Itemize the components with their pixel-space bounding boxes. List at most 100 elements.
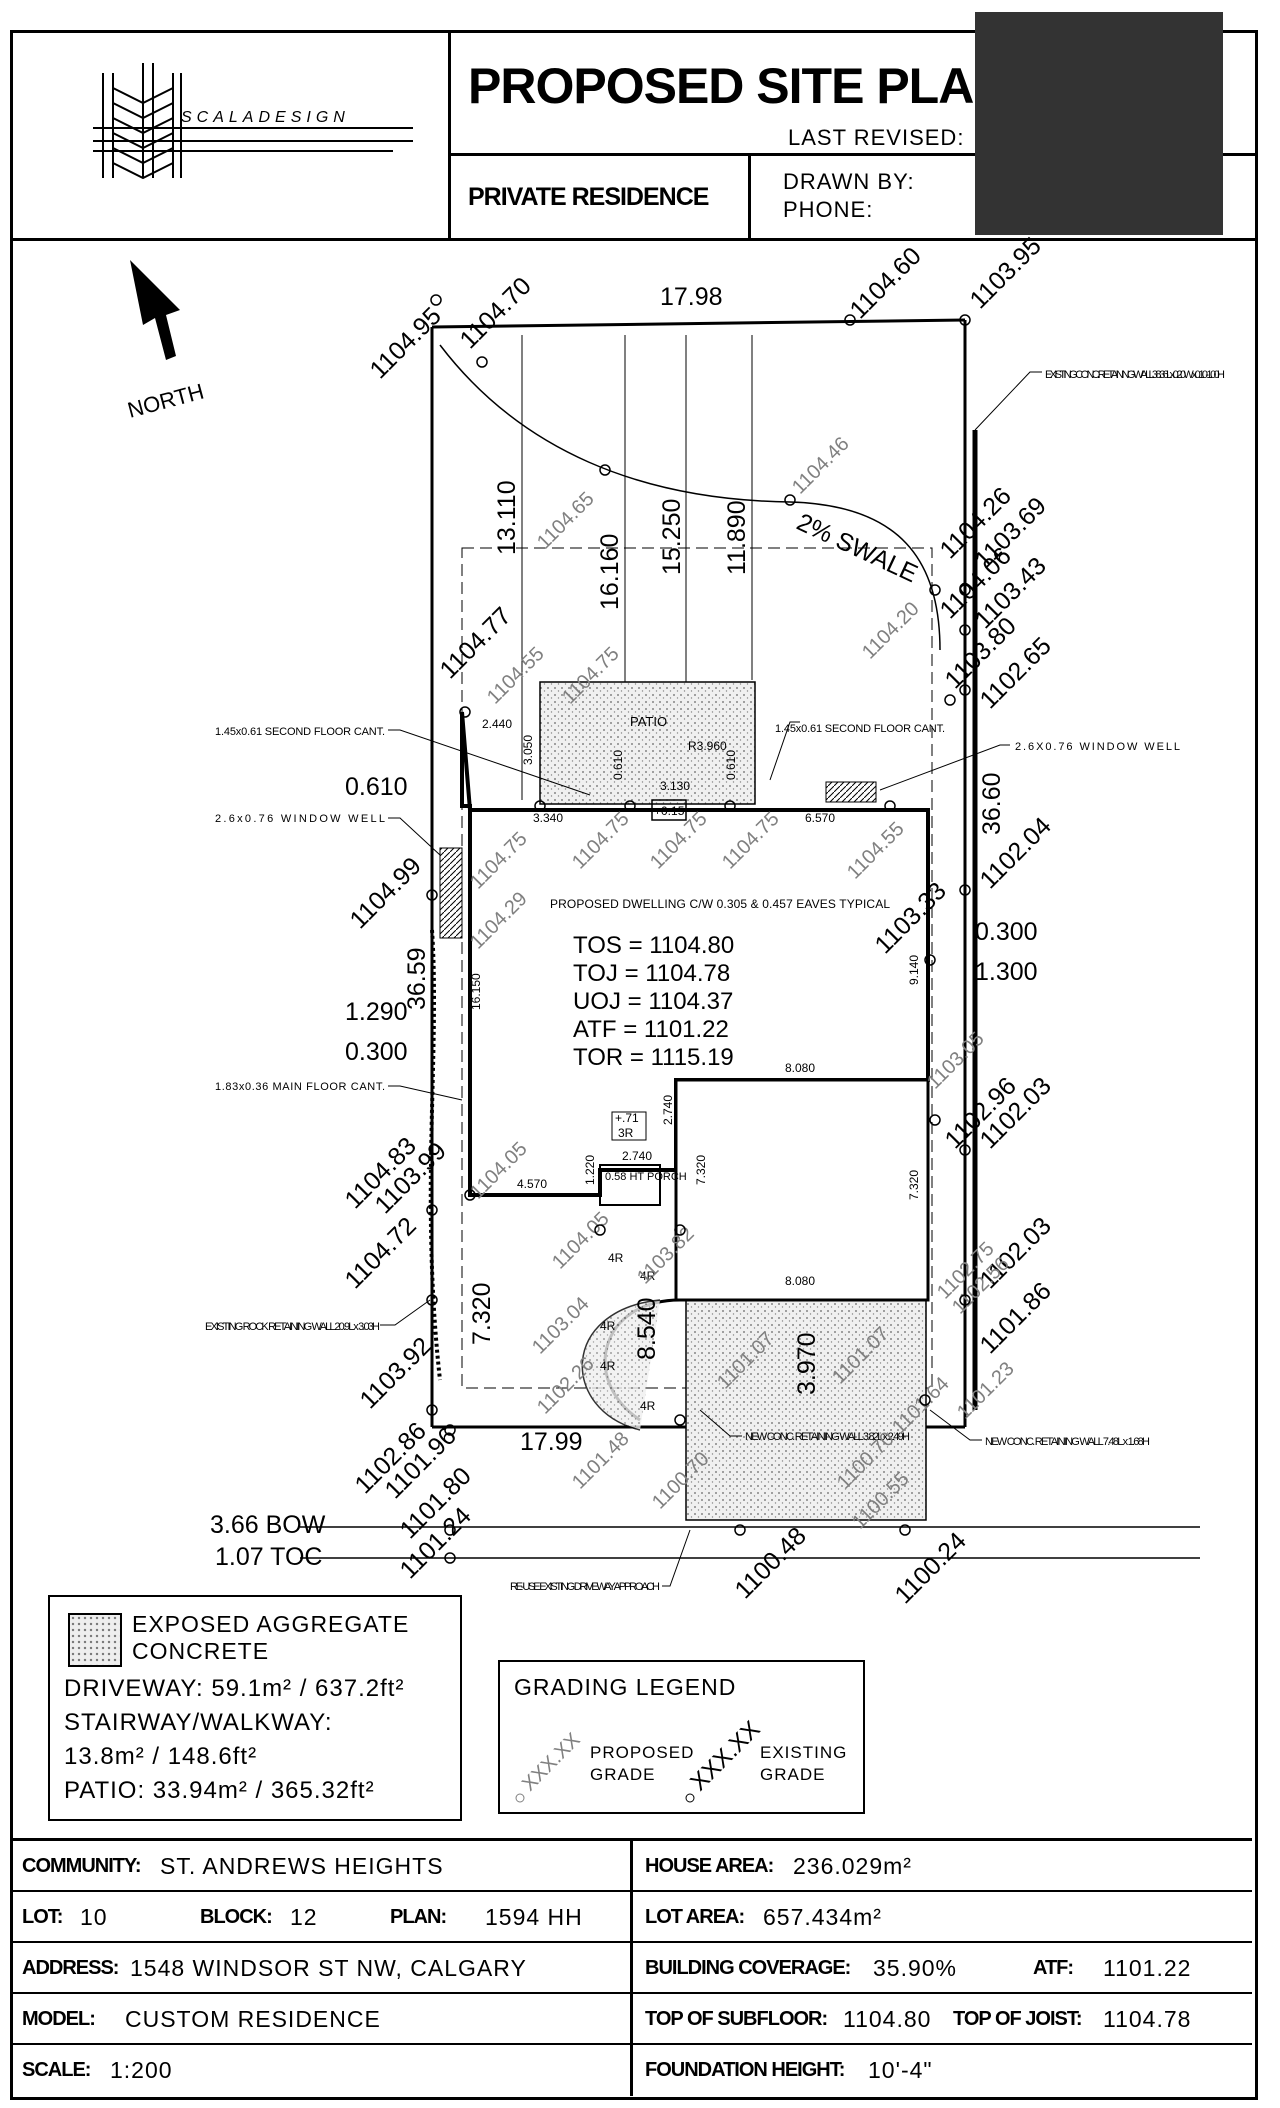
proposed-grade: 1104.46 xyxy=(788,433,854,499)
small-dim: 8.080 xyxy=(785,1061,815,1075)
note-cant-right: 1.45x0.61 SECOND FLOOR CANT. xyxy=(775,723,945,735)
phone-label: PHONE: xyxy=(783,197,874,222)
dwelling-note: PROPOSED DWELLING C/W 0.305 & 0.457 EAVE… xyxy=(550,897,890,911)
existing-grade: 1104.72 xyxy=(339,1212,421,1294)
scaladesign-logo-icon xyxy=(93,63,413,180)
dim-v2: 16.160 xyxy=(596,534,624,610)
atf-value: ATF = 1101.22 xyxy=(573,1016,729,1043)
note-cant-left: 1.45x0.61 SECOND FLOOR CANT. xyxy=(215,726,385,738)
window-well-left xyxy=(439,847,463,939)
existing-grade: 1104.60 xyxy=(844,242,926,324)
small-dim: R3.960 xyxy=(688,739,727,753)
note-new-wall-2: NEW CONC. RETAINING WALL 7.48L x 1.68H xyxy=(985,1436,1150,1448)
title-cell: PROPOSED SITE PLAN LAST REVISED: xyxy=(448,33,1255,156)
setback-0300r: 0.300 xyxy=(975,918,1038,946)
small-dim: 3.340 xyxy=(533,811,563,825)
existing-grade: 1104.99 xyxy=(344,852,426,934)
driveway-area xyxy=(685,1299,927,1521)
small-dim: 2.440 xyxy=(482,717,512,731)
proposed-grade: 1104.29 xyxy=(466,888,532,954)
north-arrow-icon xyxy=(130,260,180,360)
existing-sample: XXX.XX xyxy=(685,1716,765,1796)
note-driveway: RE-USE EXISTING DRIVEWAY APPROACH xyxy=(510,1581,660,1593)
setback-0300l: 0.300 xyxy=(345,1038,408,1066)
note-window-left: 2.6x0.76 WINDOW WELL xyxy=(215,813,385,825)
proposed-grades: 1104.46 1104.65 1104.55 1104.75 1104.20 … xyxy=(466,433,1019,1534)
garage-outline xyxy=(674,1078,930,1302)
setback-1300: 1.300 xyxy=(975,958,1038,986)
note-window-right: 2.6X0.76 WINDOW WELL xyxy=(1015,741,1180,753)
aggregate-label: EXPOSED AGGREGATE CONCRETE xyxy=(132,1611,410,1664)
toj-value: TOJ = 1104.78 xyxy=(573,960,730,987)
proposed-grade: 1101.23 xyxy=(953,1358,1019,1424)
dim-v3: 15.250 xyxy=(658,499,686,575)
drawn-by-label: DRAWN BY: xyxy=(783,169,915,194)
window-well-right xyxy=(825,781,877,803)
aggregate-swatch xyxy=(68,1613,122,1667)
proposed-grade: 1104.75 xyxy=(466,828,532,894)
proposed-grade-label: PROPOSED GRADE xyxy=(590,1743,695,1784)
tor-value: TOR = 1115.19 xyxy=(573,1044,734,1071)
small-dim: 4R xyxy=(600,1319,616,1333)
setback-1290: 1.290 xyxy=(345,998,408,1026)
dim-right: 36.60 xyxy=(978,772,1006,835)
small-dim: 0.610 xyxy=(724,750,738,780)
existing-grade-label: EXISTING GRADE xyxy=(760,1743,848,1784)
patio-area xyxy=(539,681,756,805)
drawn-by-block: DRAWN BY: PHONE: xyxy=(783,168,915,224)
note-new-wall-1: NEW CONC. RETAINING WALL 3.82L x 2.49H xyxy=(745,1431,910,1443)
redaction-box xyxy=(975,12,1223,235)
small-dim: +0.15 xyxy=(654,804,685,818)
proposed-grade: 1104.75 xyxy=(568,808,634,874)
dim-left: 36.59 xyxy=(403,947,431,1010)
proposed-grade: 1103.04 xyxy=(528,1293,594,1359)
small-dim: 4R xyxy=(600,1359,616,1373)
small-dim: 4R xyxy=(640,1269,656,1283)
small-dim: 4.570 xyxy=(517,1177,547,1191)
small-dim: 3.050 xyxy=(521,735,535,765)
proposed-grade: 1104.05 xyxy=(548,1208,614,1274)
note-main-cant: 1.83x0.36 MAIN FLOOR CANT. xyxy=(215,1081,385,1093)
proposed-sample: XXX.XX xyxy=(518,1729,585,1796)
proposed-grade: 1104.65 xyxy=(533,488,599,554)
uoj-value: UOJ = 1104.37 xyxy=(573,988,733,1015)
stairway-label: STAIRWAY/WALKWAY: xyxy=(64,1709,333,1736)
project-name: PRIVATE RESIDENCE xyxy=(468,183,709,211)
small-dim: 2.740 xyxy=(661,1095,675,1125)
grading-legend-title: GRADING LEGEND xyxy=(514,1674,737,1700)
last-revised-label: LAST REVISED: xyxy=(788,125,965,150)
small-dim: 7.320 xyxy=(694,1155,708,1185)
north-label: NORTH xyxy=(125,379,207,423)
dim-top: 17.98 xyxy=(660,283,723,311)
setback-8540: 8.540 xyxy=(633,1297,661,1360)
small-dim: 16.150 xyxy=(469,973,483,1010)
small-dim: 2.740 xyxy=(622,1149,652,1163)
small-dim: 4R xyxy=(640,1399,656,1413)
patio-label: PATIO xyxy=(630,714,667,729)
small-dim: 9.140 xyxy=(907,955,921,985)
drawing-sheet: SCALADESIGN PROPOSED SITE PLAN LAST REVI… xyxy=(10,30,1258,2100)
driveway-area-text: DRIVEWAY: 59.1m² / 637.2ft² xyxy=(64,1675,405,1702)
dim-v4: 11.890 xyxy=(723,500,751,575)
proposed-grade: 1103.05 xyxy=(923,1028,989,1094)
small-dim: 7.320 xyxy=(907,1170,921,1200)
site-plan-drawing: NORTH 17.98 17.99 36.60 36. xyxy=(125,232,1225,1609)
rock-wall xyxy=(428,929,442,1381)
patio-area-text: PATIO: 33.94m² / 365.32ft² xyxy=(64,1777,375,1804)
proposed-grade: 1104.20 xyxy=(858,598,924,664)
page-title: PROPOSED SITE PLAN xyxy=(468,58,1009,114)
stairway-area-text: 13.8m² / 148.6ft² xyxy=(64,1743,258,1770)
setback-7320: 7.320 xyxy=(468,1282,496,1345)
proposed-grade: 1104.55 xyxy=(483,643,549,709)
existing-grade: 1103.92 xyxy=(354,1332,436,1414)
grading-samples: XXX.XX XXX.XX xyxy=(515,1716,766,1803)
dim-bottom: 17.99 xyxy=(520,1428,583,1456)
small-dim: 3.130 xyxy=(660,779,690,793)
proposed-grade: 1104.75 xyxy=(718,808,784,874)
dwelling-info: PROPOSED DWELLING C/W 0.305 & 0.457 EAVE… xyxy=(550,897,890,1071)
project-cell: PRIVATE RESIDENCE xyxy=(448,153,751,238)
property-boundary xyxy=(430,318,978,1429)
existing-grade: 1100.24 xyxy=(889,1527,971,1609)
small-dim: 0.610 xyxy=(611,750,625,780)
proposed-grade: 1104.55 xyxy=(843,818,909,884)
